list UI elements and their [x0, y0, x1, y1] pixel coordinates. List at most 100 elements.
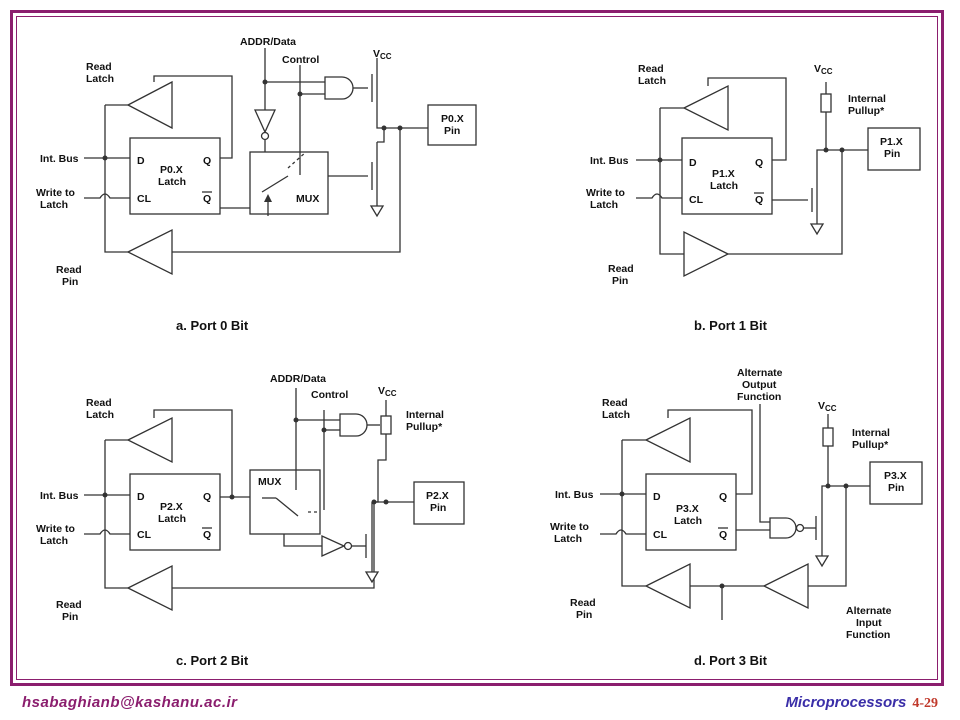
- port2-read-latch-buffer: [126, 416, 173, 464]
- port2-caption: c. Port 2 Bit: [176, 653, 249, 668]
- port2-latch-box: [129, 473, 221, 551]
- footer-course: Microprocessors: [785, 694, 907, 711]
- port2-control-label: Control: [311, 389, 348, 401]
- port0-read-latch-buffer: [126, 80, 173, 130]
- port3-latch-cl: CL: [653, 529, 668, 541]
- port0-caption: a. Port 0 Bit: [176, 318, 249, 333]
- port0-latch-q: Q: [203, 155, 211, 167]
- port2-mux-label: MUX: [258, 476, 281, 488]
- port3-latch-q: Q: [719, 491, 727, 503]
- port1-latch-box: [681, 137, 773, 215]
- port0-and-gate: [324, 76, 354, 100]
- port1-pullup-resistor: [820, 93, 832, 113]
- port1-vcc-label: VCC: [814, 63, 833, 76]
- footer-page-number: 4-29: [912, 696, 938, 711]
- port3-vcc-label: VCC: [818, 400, 837, 413]
- port0-int-bus-label: Int. Bus: [40, 153, 79, 165]
- port2-int-bus-label: Int. Bus: [40, 490, 79, 502]
- port3-ground: [814, 555, 830, 568]
- port1-caption: b. Port 1 Bit: [694, 318, 768, 333]
- port3-pin-box: [869, 461, 923, 505]
- port2-vcc-label: VCC: [378, 385, 397, 398]
- port1-latch-q: Q: [755, 157, 763, 169]
- port0-latch-qbar: Q: [203, 193, 211, 205]
- port2-ground: [364, 571, 380, 584]
- port3-caption: d. Port 3 Bit: [694, 653, 768, 668]
- port3-latch-qbar: Q: [719, 529, 727, 541]
- port1-latch-qbar: Q: [755, 194, 763, 206]
- port0-pin-box: [427, 104, 477, 146]
- port1-latch-cl: CL: [689, 194, 704, 206]
- port2-pin-box: [413, 481, 465, 525]
- port3-latch-d: D: [653, 491, 661, 503]
- slide-frame-inner: [16, 16, 938, 680]
- port0-addr-data-label: ADDR/Data: [240, 36, 296, 48]
- port0-vcc-label: VCC: [373, 48, 392, 61]
- port2-latch-qbar: Q: [203, 529, 211, 541]
- port2-and-gate: [339, 413, 368, 437]
- port1-read-latch-buffer: [682, 84, 729, 132]
- footer-email: hsabaghianb@kashanu.ac.ir: [22, 694, 238, 711]
- port0-mux: [249, 151, 329, 215]
- port0-latch-box: [129, 137, 221, 215]
- port0-control-label: Control: [282, 54, 319, 66]
- port1-ground: [809, 223, 825, 236]
- port3-int-bus-label: Int. Bus: [555, 489, 594, 501]
- port0-latch-cl: CL: [137, 193, 152, 205]
- port1-latch-d: D: [689, 157, 697, 169]
- port2-inverter: [321, 534, 346, 558]
- port2-mux: [249, 469, 321, 535]
- port3-pullup-resistor: [822, 427, 834, 447]
- port2-addr-data-label: ADDR/Data: [270, 373, 326, 385]
- port3-alt-input-buffer: [762, 562, 809, 610]
- port1-read-pin-buffer: [683, 230, 730, 278]
- port0-inverter: [253, 109, 277, 134]
- port2-latch-q: Q: [203, 491, 211, 503]
- port3-latch-box: [645, 473, 737, 551]
- port2-latch-d: D: [137, 491, 145, 503]
- port0-mux-label: MUX: [296, 193, 319, 205]
- port0-read-pin-buffer: [126, 228, 173, 276]
- port3-nand-gate: [769, 517, 797, 539]
- port0-ground: [369, 205, 385, 218]
- port2-read-pin-buffer: [126, 564, 173, 612]
- footer-right: Microprocessors 4-29: [785, 694, 938, 712]
- port1-pin-box: [867, 127, 921, 171]
- port0-latch-d: D: [137, 155, 145, 167]
- port3-read-pin-buffer: [644, 562, 691, 610]
- port2-pullup-resistor: [380, 415, 392, 435]
- port3-read-latch-buffer: [644, 416, 691, 464]
- port1-int-bus-label: Int. Bus: [590, 155, 629, 167]
